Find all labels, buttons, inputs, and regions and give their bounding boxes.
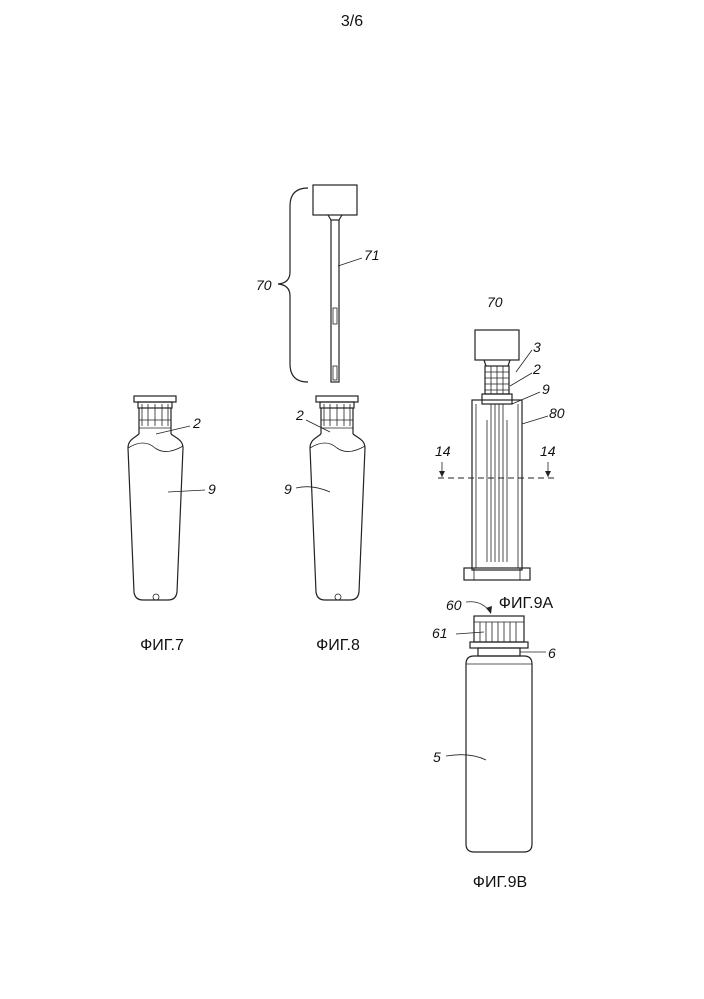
fig9b-caption: ФИГ.9В: [473, 874, 527, 891]
fig9b-closure: [474, 616, 524, 642]
fig8-brace: [278, 188, 308, 382]
fig9a-label-80: 80: [549, 405, 565, 421]
fig9a-label-14-right: 14: [540, 443, 556, 459]
fig9a-label-2: 2: [532, 361, 541, 377]
fig9a-caption: ФИГ.9А: [499, 595, 554, 612]
fig9a-label-3: 3: [533, 339, 541, 355]
fig8-label-2: 2: [295, 407, 304, 423]
fig7-bottle-body: [128, 434, 183, 600]
figure-7: 2 9 ФИГ.7: [128, 396, 216, 654]
fig7-bottle-neck: [134, 396, 176, 434]
fig9a-holder: [472, 400, 522, 570]
fig7-caption: ФИГ.7: [140, 637, 184, 654]
fig9b-label-60: 60: [446, 597, 462, 613]
figure-9b: 60 61 6 5 ФИГ.9В: [432, 597, 556, 891]
fig8-rod: [331, 220, 339, 382]
fig9a-label-9: 9: [542, 381, 550, 397]
fig8-bottle-body: [310, 434, 365, 600]
fig9a-cap: [475, 330, 519, 360]
fig8-label-70: 70: [256, 277, 272, 293]
fig7-label-9: 9: [208, 481, 216, 497]
figure-8: 70 71 2 9 ФИГ.8: [256, 185, 380, 654]
figure-9a: 70 3 2 9 80: [435, 294, 565, 612]
fig9b-label-5: 5: [433, 749, 441, 765]
fig8-caption: ФИГ.8: [316, 637, 360, 654]
fig9a-label-14-left: 14: [435, 443, 451, 459]
fig8-label-71: 71: [364, 247, 380, 263]
fig8-rod-cap: [313, 185, 357, 215]
fig9b-container: [466, 656, 532, 852]
fig7-label-2: 2: [192, 415, 201, 431]
fig8-label-9: 9: [284, 481, 292, 497]
page-number: 3/6: [341, 13, 363, 30]
fig9b-label-6: 6: [548, 645, 556, 661]
fig9b-label-61: 61: [432, 625, 448, 641]
fig9a-label-70: 70: [487, 294, 503, 310]
